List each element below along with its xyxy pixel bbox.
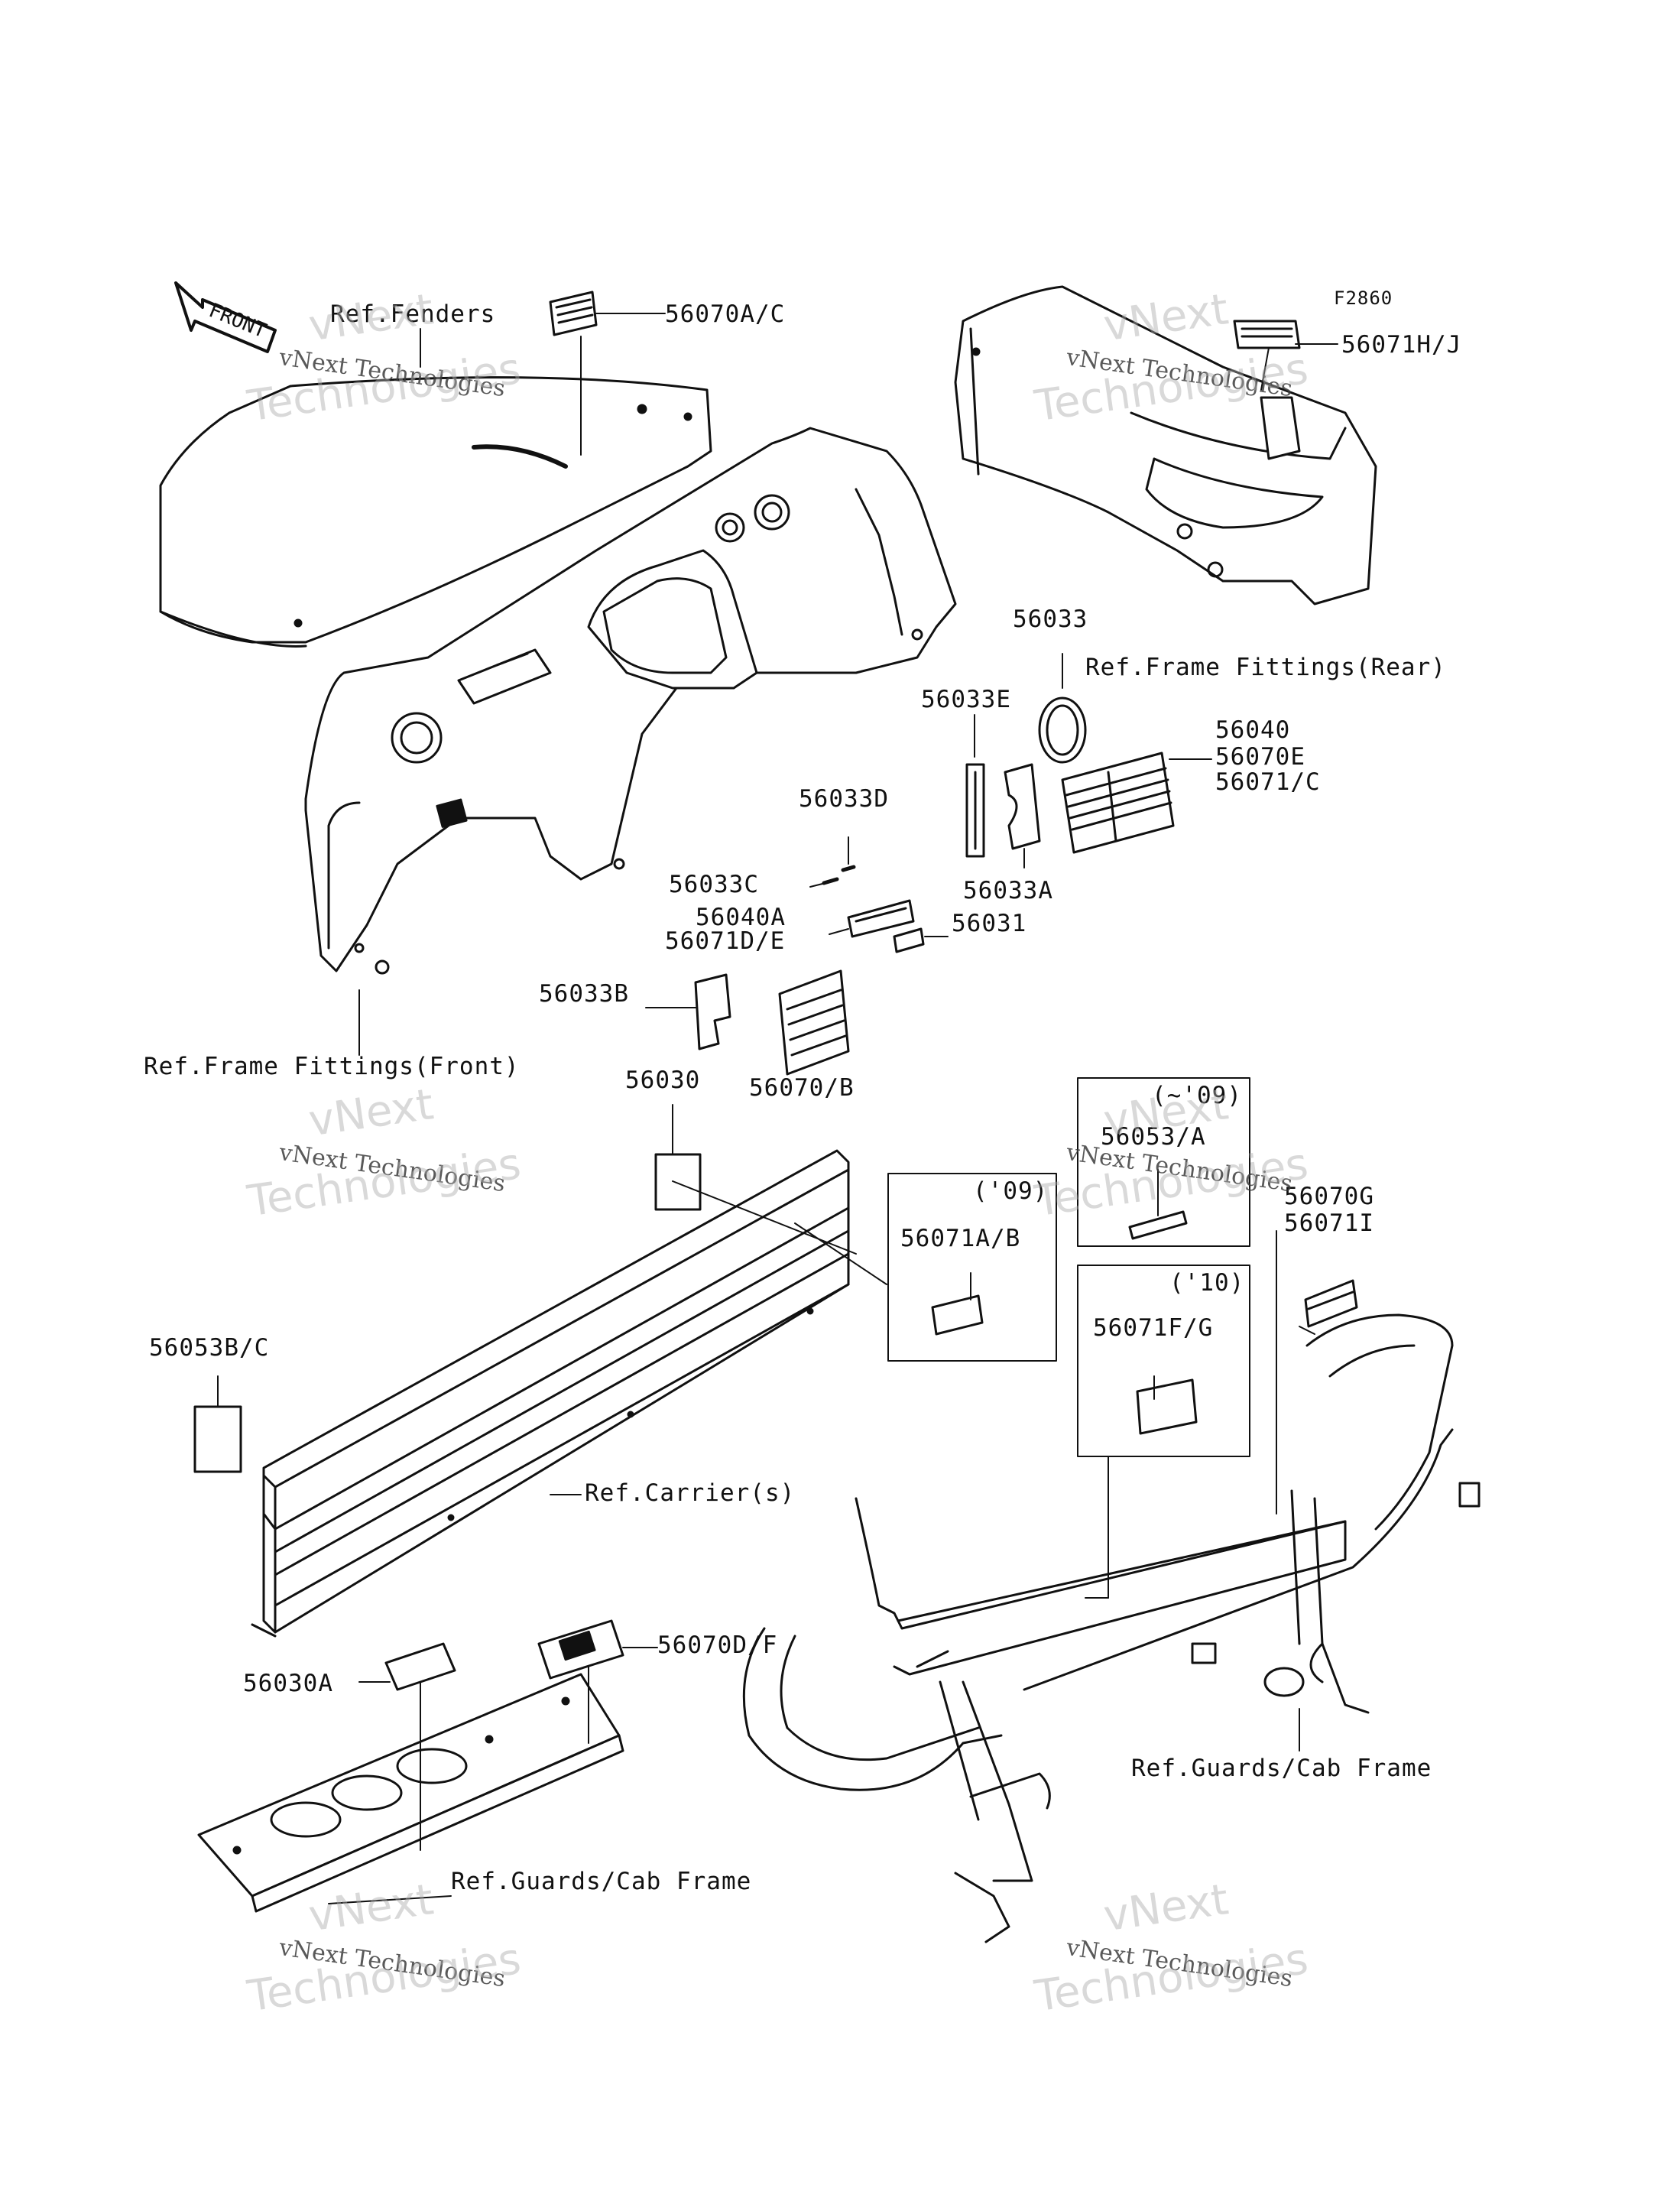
decal-56031	[893, 927, 925, 953]
part-56053A-label[interactable]: 56053/A	[1101, 1123, 1206, 1151]
part-56033E-label[interactable]: 56033E	[921, 686, 1011, 713]
decal-56040A	[847, 899, 915, 938]
decal-56071HJ	[1233, 320, 1301, 349]
part-56033B-label[interactable]: 56033B	[539, 980, 629, 1008]
year-box-09	[887, 1173, 1057, 1362]
decal-56033	[1038, 696, 1087, 764]
part-56030A-label[interactable]: 56030A	[243, 1670, 333, 1697]
part-56053BC-label[interactable]: 56053B/C	[149, 1334, 270, 1362]
part-56071C-label[interactable]: 56071/C	[1215, 768, 1321, 796]
decal-56053BC	[193, 1405, 242, 1473]
dashboard-panel	[304, 427, 957, 975]
part-56070G-label[interactable]: 56070G	[1284, 1183, 1374, 1210]
decal-56070G	[1304, 1279, 1358, 1328]
part-56071I-label[interactable]: 56071I	[1284, 1209, 1374, 1237]
decal-56033C	[822, 877, 839, 885]
decal-56070AC	[549, 291, 598, 336]
year-box-10	[1077, 1265, 1250, 1457]
part-56031-label[interactable]: 56031	[952, 910, 1027, 937]
decal-56033B	[694, 973, 731, 1050]
decal-56070B	[778, 969, 850, 1076]
part-56070AC-label[interactable]: 56070A/C	[665, 300, 786, 328]
part-56033C-label[interactable]: 56033C	[669, 871, 759, 898]
carrier-rail	[251, 1149, 850, 1638]
year-tag-upto09: (~'09)	[1152, 1082, 1242, 1109]
part-56071FG-label[interactable]: 56071F/G	[1093, 1314, 1214, 1342]
part-56040-label[interactable]: 56040	[1215, 716, 1291, 744]
ref-guards-left-label[interactable]: Ref.Guards/Cab Frame	[451, 1868, 752, 1895]
figure-code: F2860	[1334, 287, 1393, 309]
decal-56040	[1061, 752, 1175, 854]
ref-carrier-label[interactable]: Ref.Carrier(s)	[585, 1479, 796, 1507]
year-box-upto09	[1077, 1077, 1250, 1247]
year-tag-09: ('09)	[973, 1177, 1049, 1205]
decal-56030A	[384, 1642, 456, 1691]
ref-frame-rear-label[interactable]: Ref.Frame Fittings(Rear)	[1085, 654, 1446, 681]
part-56071HJ-label[interactable]: 56071H/J	[1341, 331, 1462, 359]
part-56040A-label[interactable]: 56040A	[696, 904, 786, 931]
cab-frame-guard	[742, 1313, 1481, 1943]
part-56070DF-label[interactable]: 56070D/F	[657, 1631, 778, 1659]
decal-56030	[654, 1153, 702, 1211]
decal-56070DF	[537, 1619, 624, 1680]
decal-56071FG	[1136, 1378, 1198, 1435]
skid-plate	[197, 1673, 624, 1913]
part-56033D-label[interactable]: 56033D	[799, 785, 889, 813]
part-56071DE-label[interactable]: 56071D/E	[665, 927, 786, 955]
part-56070B-label[interactable]: 56070/B	[749, 1074, 855, 1102]
decal-56053A	[1128, 1210, 1188, 1240]
part-56071AB-label[interactable]: 56071A/B	[900, 1225, 1021, 1252]
part-56033-label[interactable]: 56033	[1013, 606, 1088, 633]
part-56070E-label[interactable]: 56070E	[1215, 743, 1305, 771]
front-fender-outline	[159, 376, 712, 648]
part-56030-label[interactable]: 56030	[625, 1067, 701, 1094]
decal-56071AB	[931, 1294, 984, 1336]
ref-frame-front-label[interactable]: Ref.Frame Fittings(Front)	[144, 1053, 520, 1080]
decal-56033D	[841, 865, 856, 872]
part-56033A-label[interactable]: 56033A	[963, 877, 1053, 904]
decal-56033E	[965, 763, 985, 858]
ref-guards-right-label[interactable]: Ref.Guards/Cab Frame	[1131, 1755, 1432, 1782]
ref-fenders-label[interactable]: Ref.Fenders	[330, 300, 496, 328]
year-tag-10: ('10)	[1169, 1269, 1245, 1297]
leader-lines	[217, 313, 1338, 1904]
front-arrow-icon: FRONT	[174, 281, 277, 353]
decal-56033A	[1004, 763, 1041, 850]
rear-fender	[954, 285, 1377, 606]
